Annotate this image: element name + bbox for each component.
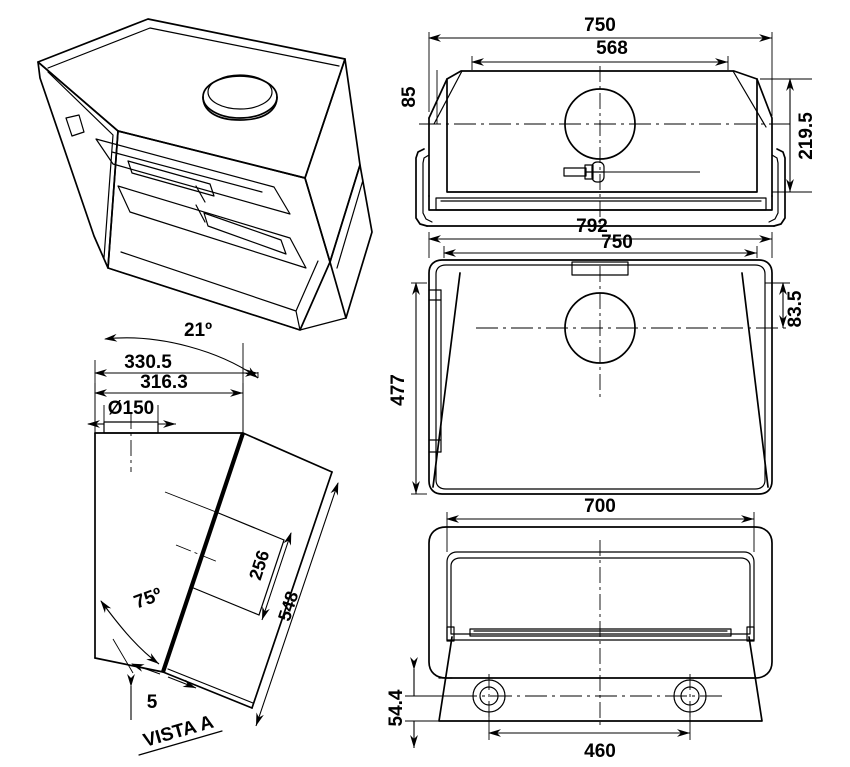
view-front-elevation [415,66,790,232]
dim-700: 700 [446,496,755,552]
dim-477: 477 [388,282,427,495]
dim-label-219-5: 219.5 [796,112,817,160]
dim-219-5: 219.5 [760,78,817,193]
dim-label-568: 568 [596,38,628,59]
dim-label-83-5: 83.5 [785,290,806,327]
dim-750-front: 750 [428,15,773,116]
dim-label-750-front: 750 [584,15,616,36]
dim-330-5: 330.5 [94,352,259,433]
dim-54-4: 54.4 [386,657,455,748]
dim-label-330-5: 330.5 [124,352,172,373]
dim-5: 5 [131,663,197,713]
view-plan [428,259,790,495]
dim-460: 460 [488,712,691,762]
dim-label-85: 85 [399,86,420,108]
dim-316-3: 316.3 [94,372,244,433]
view-isometric [37,18,373,331]
view-bottom [428,526,773,726]
dim-83-5: 83.5 [779,282,806,328]
dim-568: 568 [471,38,729,70]
dim-label-460: 460 [584,741,616,762]
dim-792: 792 [428,216,773,258]
dim-label-792: 792 [576,216,608,237]
dim-label-dia150: Ø150 [108,398,154,419]
dim-label-54-4: 54.4 [386,689,407,726]
angle-75-witness [112,638,134,674]
dim-label-477: 477 [388,374,409,406]
dim-label-21deg: 21º [184,320,212,341]
dim-85: 85 [399,70,438,124]
dim-label-750-plan: 750 [601,232,633,253]
dim-750-plan: 750 [443,232,758,258]
dim-label-316-3: 316.3 [140,372,188,393]
dim-label-700: 700 [584,496,616,517]
dim-label-5: 5 [147,692,158,713]
dim-dia-150: Ø150 [87,398,176,428]
